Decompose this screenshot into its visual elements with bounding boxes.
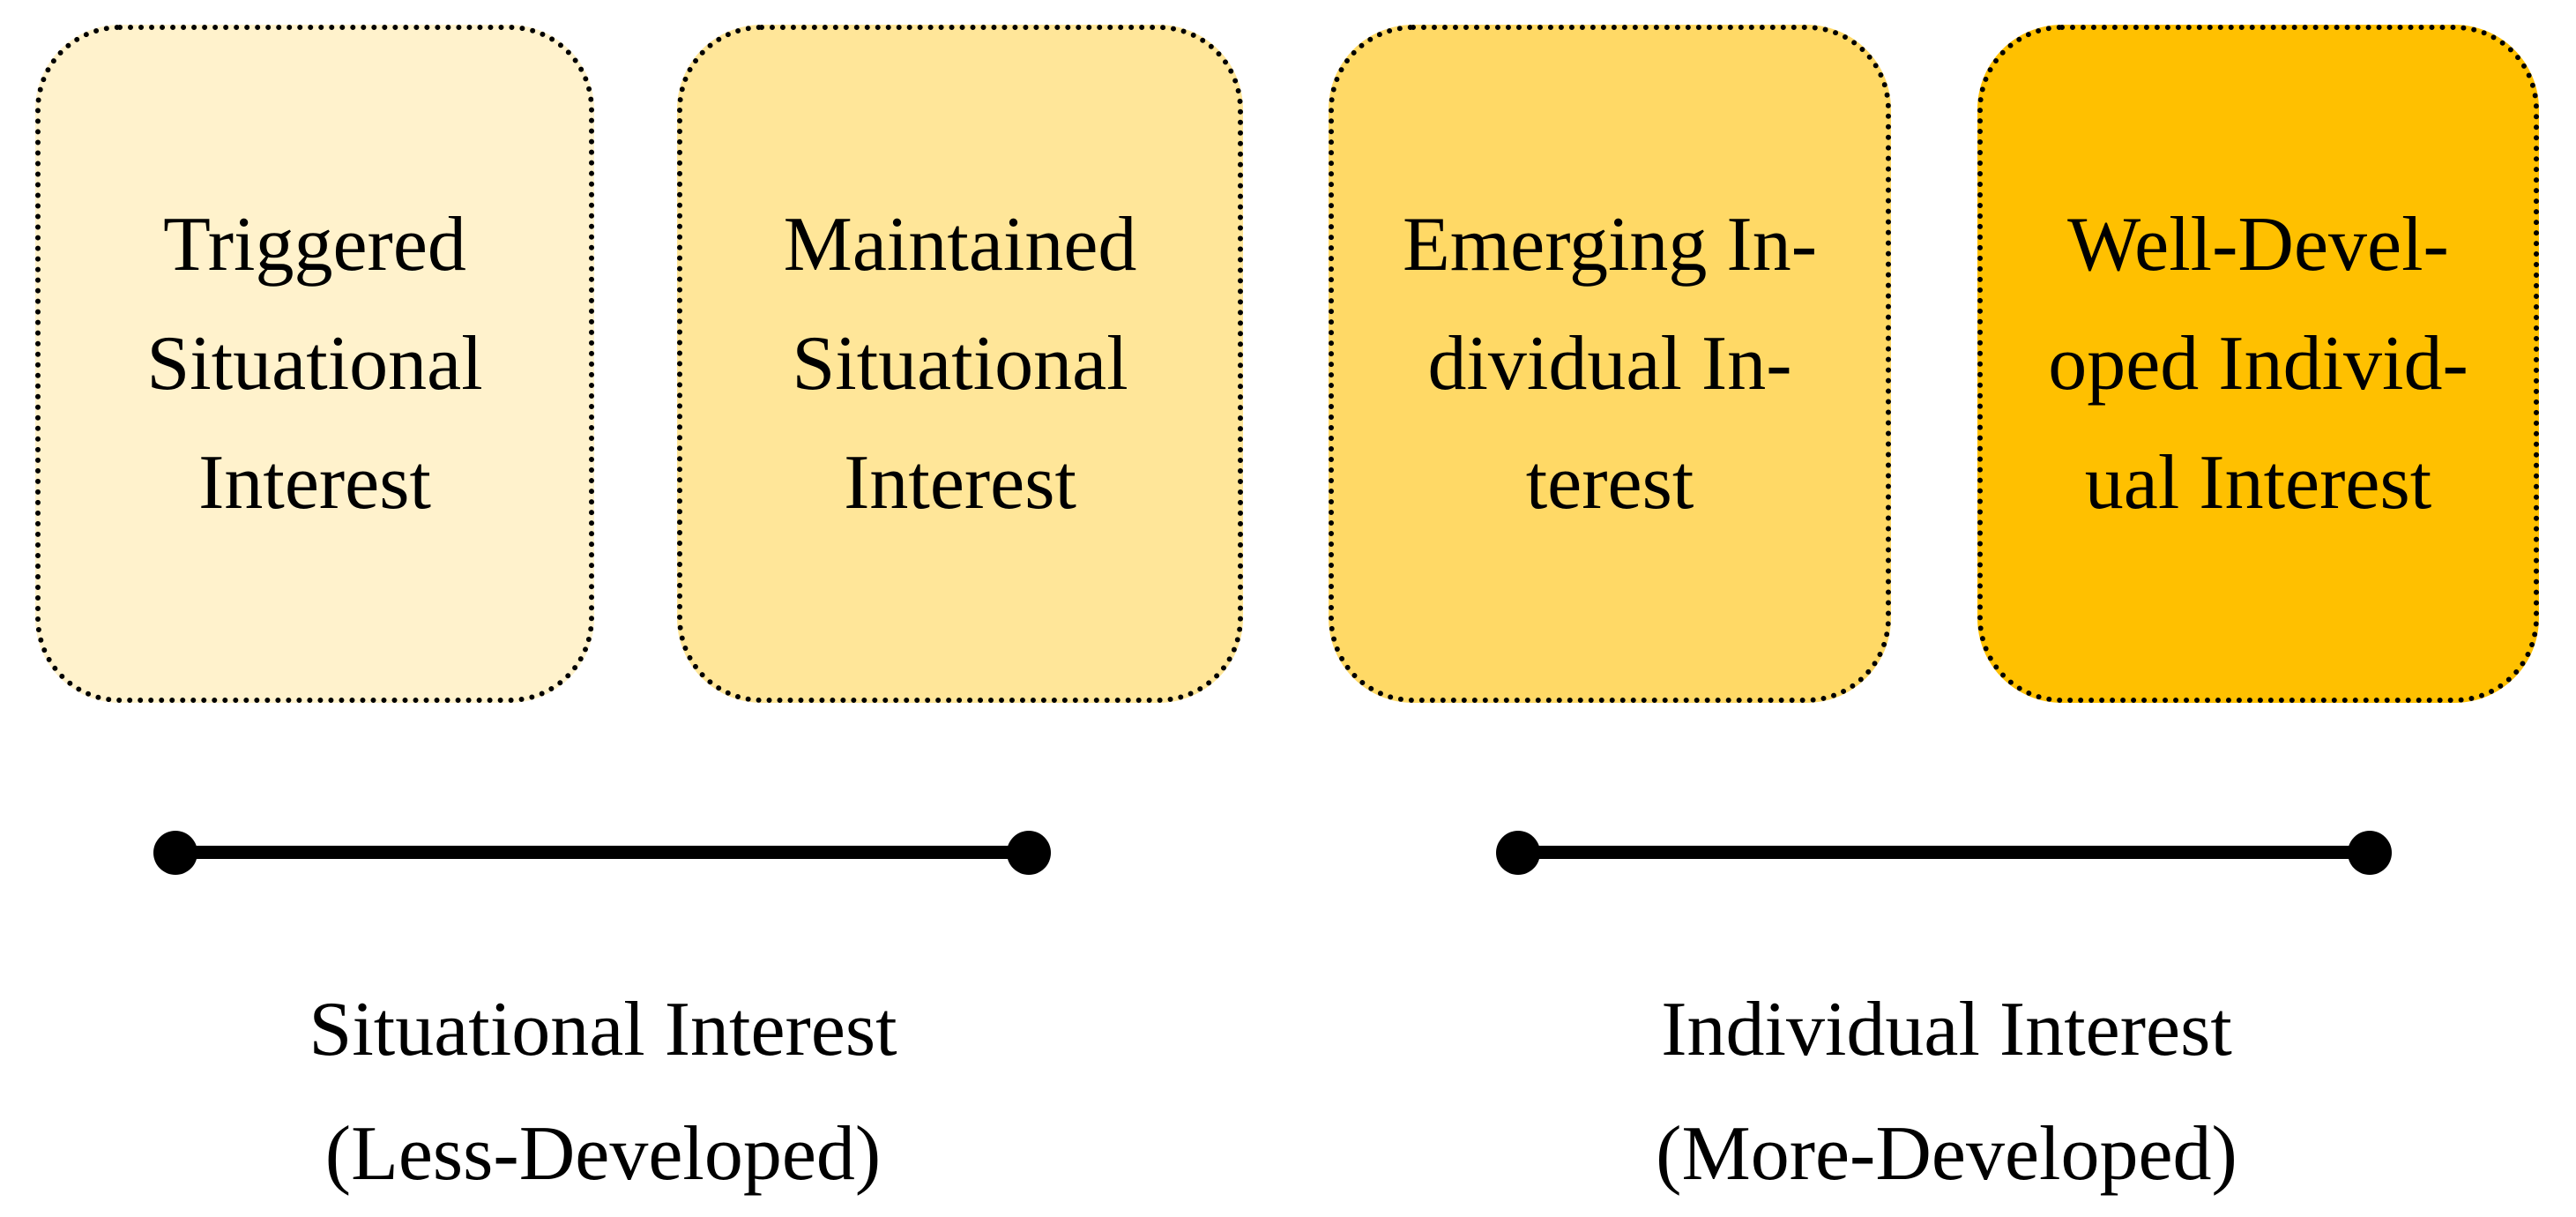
box-maintained-situational-interest: Maintained Situational Interest — [677, 25, 1243, 703]
box-well-developed-individual-interest: Well-Devel- oped Individ- ual Interest — [1977, 25, 2539, 703]
scale-title-situational-interest: Situational Interest — [309, 987, 897, 1072]
scale-title-individual-interest: Individual Interest — [1661, 987, 2232, 1072]
line-endpoint-dot — [2348, 830, 2392, 875]
line-endpoint-dot — [153, 830, 197, 875]
box-label-well-developed-individual-interest: Well-Devel- oped Individ- ual Interest — [2048, 202, 2468, 526]
box-label-triggered-situational-interest: Triggered Situational Interest — [146, 202, 483, 526]
scale-label-situational-interest: Situational Interest (Less-Developed) — [162, 967, 1044, 1216]
scale-subtitle-less-developed: (Less-Developed) — [324, 1111, 882, 1197]
box-label-maintained-situational-interest: Maintained Situational Interest — [783, 202, 1137, 526]
scale-line-situational-interest — [153, 830, 1051, 875]
scale-label-individual-interest: Individual Interest (More-Developed) — [1506, 967, 2387, 1216]
box-emerging-individual-interest: Emerging In- dividual In- terest — [1329, 25, 1891, 703]
line-endpoint-dot — [1496, 830, 1540, 875]
line-endpoint-dot — [1007, 830, 1051, 875]
box-label-emerging-individual-interest: Emerging In- dividual In- terest — [1402, 202, 1818, 526]
box-triggered-situational-interest: Triggered Situational Interest — [35, 25, 594, 703]
scale-line-individual-interest — [1496, 830, 2392, 875]
scale-subtitle-more-developed: (More-Developed) — [1656, 1111, 2237, 1197]
